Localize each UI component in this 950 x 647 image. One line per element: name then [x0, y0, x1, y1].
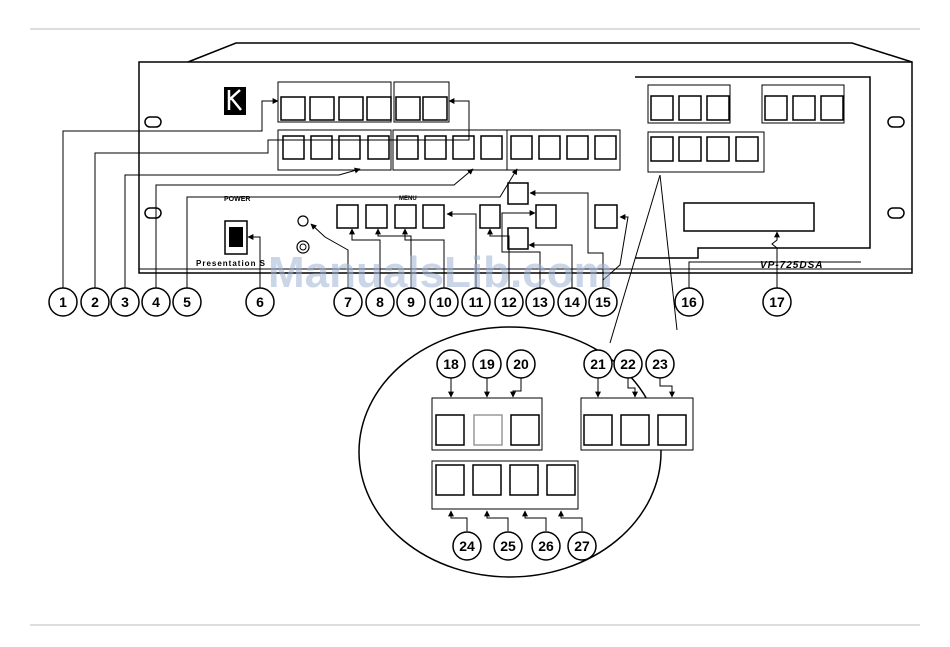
brand-strip-text: Presentation S [196, 259, 266, 268]
callout-23: 23 [652, 356, 668, 372]
input-buttons-top-row [278, 82, 449, 122]
watermark: ManualsLib.com [268, 248, 613, 297]
callout-1: 1 [59, 294, 67, 310]
callout-21: 21 [590, 356, 606, 372]
lcd-display [684, 203, 814, 231]
kramer-logo [224, 87, 246, 115]
magnifier-connector [610, 175, 660, 343]
callout-26: 26 [538, 538, 554, 554]
callout-25: 25 [500, 538, 516, 554]
callout-24: 24 [459, 538, 475, 554]
callout-18: 18 [443, 356, 459, 372]
callout-17: 17 [769, 294, 785, 310]
callout-5: 5 [183, 294, 191, 310]
ir-receiver [298, 216, 308, 226]
callout-4: 4 [152, 294, 160, 310]
callout-3: 3 [121, 294, 129, 310]
callout-2: 2 [91, 294, 99, 310]
menu-buttons [337, 183, 556, 249]
callout-20: 20 [513, 356, 529, 372]
input-buttons-second-row [278, 130, 620, 170]
callout-27: 27 [574, 538, 590, 554]
callout-16: 16 [681, 294, 697, 310]
power-switch [225, 221, 247, 254]
callout-6: 6 [256, 294, 264, 310]
callout-19: 19 [479, 356, 495, 372]
callout-22: 22 [620, 356, 636, 372]
